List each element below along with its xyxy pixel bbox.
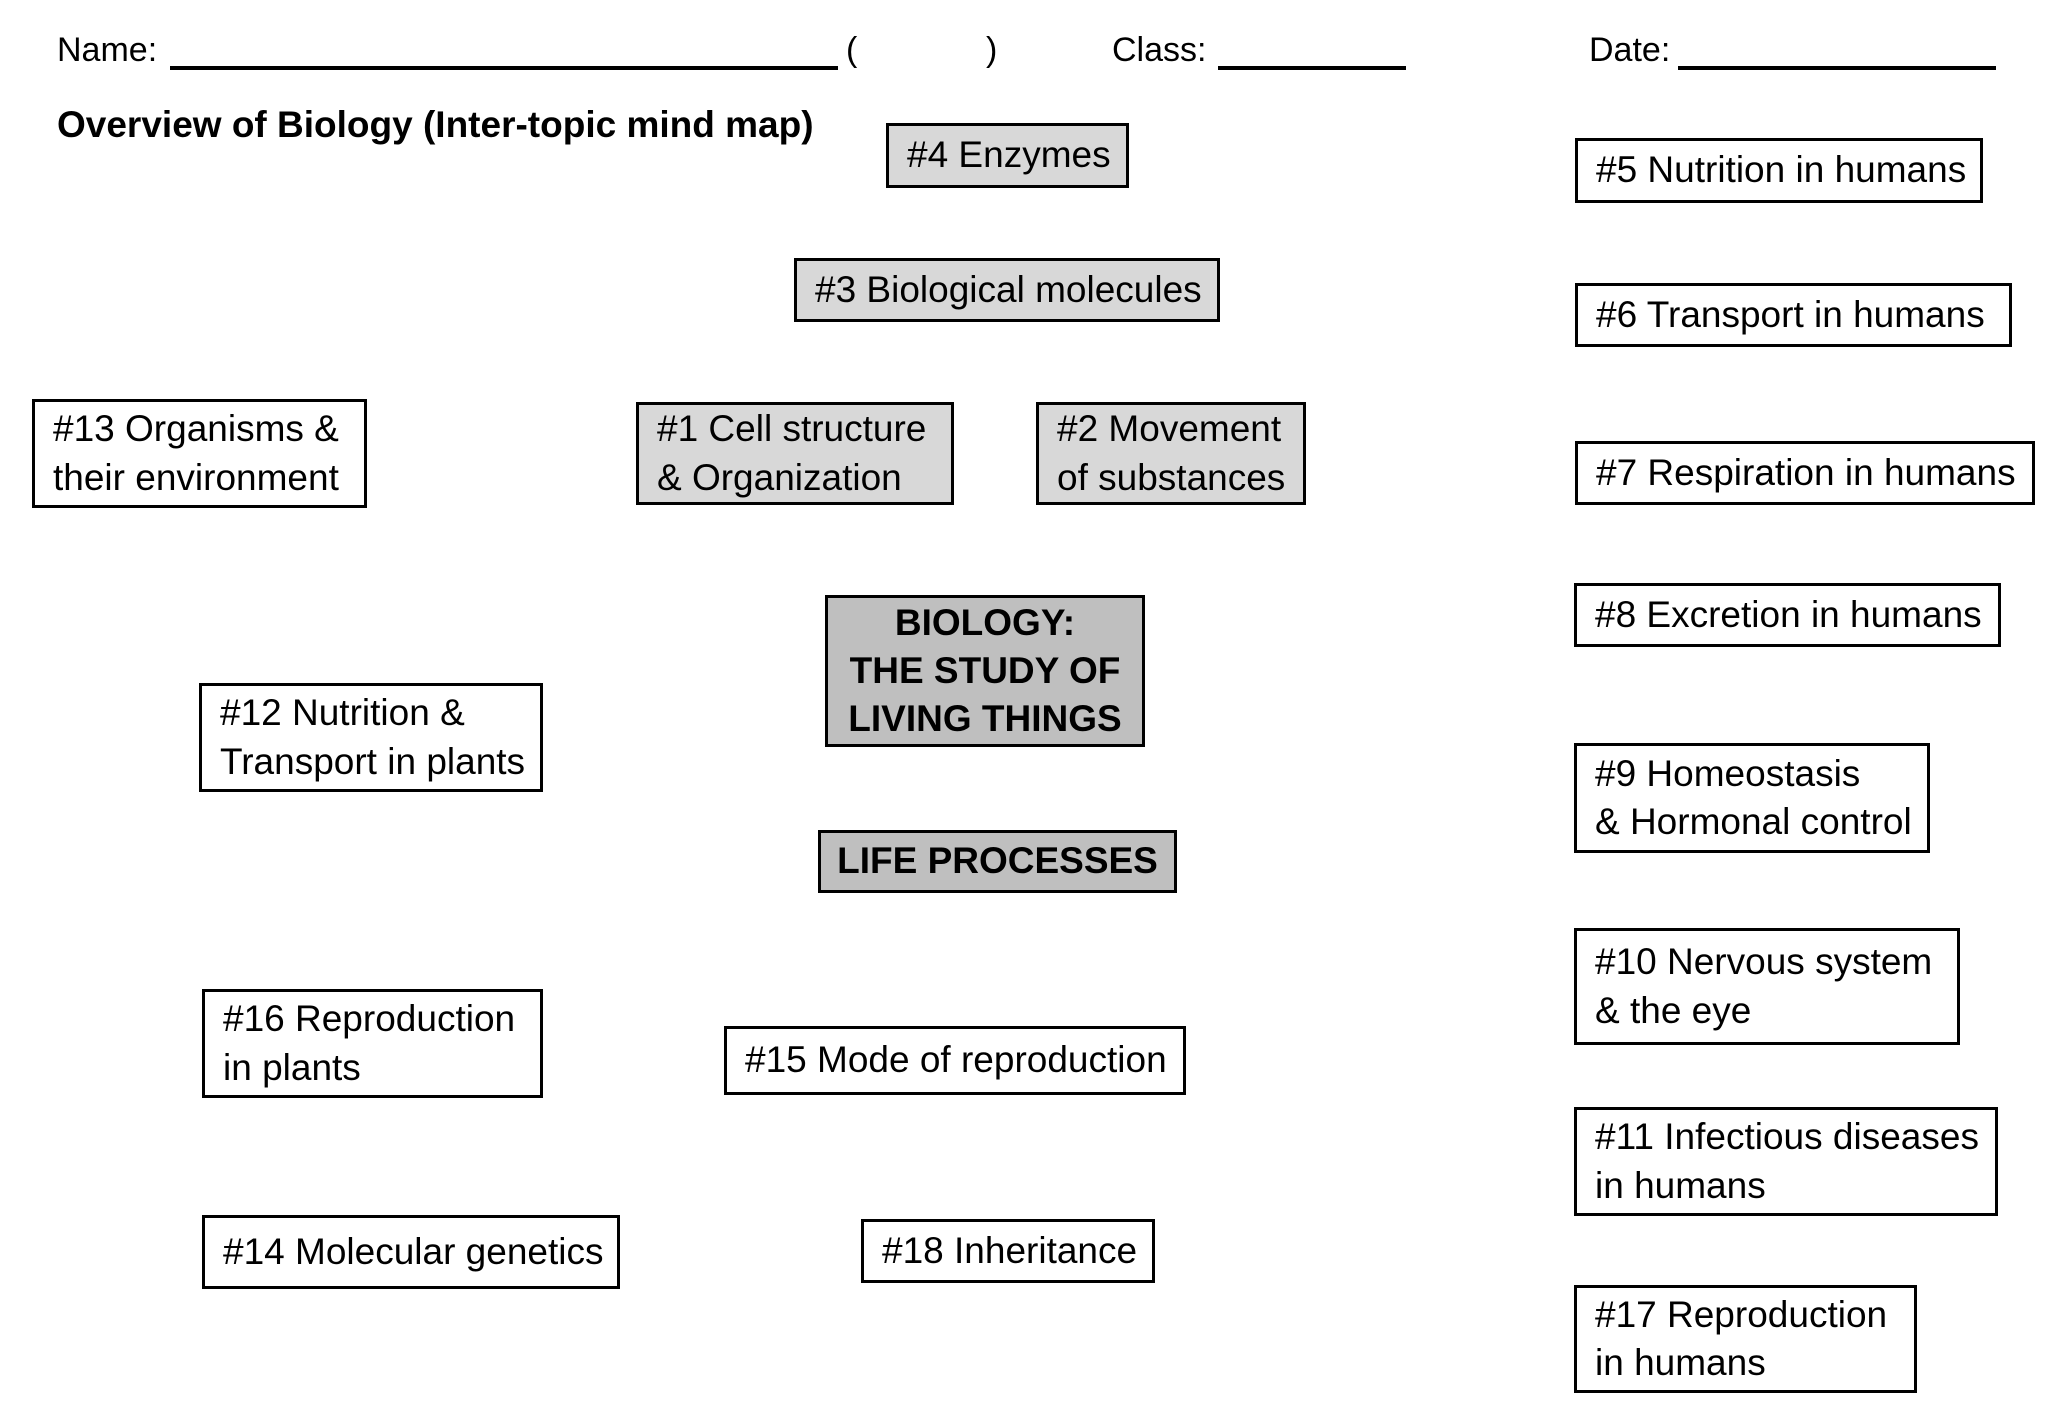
topic-box-label: #1 Cell structure & Organization <box>657 408 927 498</box>
topic-box-label: #16 Reproduction in plants <box>223 998 516 1088</box>
topic-box-9: #9 Homeostasis & Hormonal control <box>1574 743 1930 853</box>
topic-box-label: #4 Enzymes <box>907 134 1111 176</box>
topic-box-7: #7 Respiration in humans <box>1575 441 2035 505</box>
name-label: Name: <box>57 31 158 69</box>
topic-box-label: #13 Organisms & their environment <box>53 408 339 498</box>
worksheet-title: Overview of Biology (Inter-topic mind ma… <box>57 104 814 145</box>
topic-box-4: #4 Enzymes <box>886 123 1129 188</box>
class-blank-line <box>1218 66 1406 70</box>
topic-box-17: #17 Reproduction in humans <box>1574 1285 1917 1393</box>
topic-box-label: #6 Transport in humans <box>1596 293 1985 335</box>
topic-box-label: #12 Nutrition & Transport in plants <box>220 692 526 782</box>
subnode-life-processes: LIFE PROCESSES <box>818 830 1177 893</box>
topic-box-label: #7 Respiration in humans <box>1596 451 2016 493</box>
paren-open: ( <box>846 31 858 69</box>
topic-box-10: #10 Nervous system & the eye <box>1574 928 1960 1045</box>
topic-box-label: #5 Nutrition in humans <box>1596 149 1967 191</box>
topic-box-14: #14 Molecular genetics <box>202 1215 620 1289</box>
topic-box-1: #1 Cell structure & Organization <box>636 402 954 505</box>
topic-box-2: #2 Movement of substances <box>1036 402 1306 505</box>
topic-box-12: #12 Nutrition & Transport in plants <box>199 683 543 792</box>
topic-box-5: #5 Nutrition in humans <box>1575 138 1983 203</box>
topic-box-label: #3 Biological molecules <box>815 268 1202 310</box>
topic-box-15: #15 Mode of reproduction <box>724 1026 1186 1095</box>
topic-box-11: #11 Infectious diseases in humans <box>1574 1107 1998 1216</box>
name-blank-line <box>170 66 838 70</box>
topic-box-label: #9 Homeostasis & Hormonal control <box>1595 752 1912 842</box>
central-node-label: BIOLOGY: THE STUDY OF LIVING THINGS <box>848 601 1122 740</box>
date-label: Date: <box>1589 31 1671 69</box>
subnode-label: LIFE PROCESSES <box>837 840 1158 882</box>
topic-box-16: #16 Reproduction in plants <box>202 989 543 1098</box>
topic-box-3: #3 Biological molecules <box>794 258 1220 322</box>
topic-box-label: #17 Reproduction in humans <box>1595 1293 1888 1383</box>
class-label: Class: <box>1112 31 1207 69</box>
topic-box-8: #8 Excretion in humans <box>1574 583 2001 647</box>
topic-box-13: #13 Organisms & their environment <box>32 399 367 508</box>
topic-box-label: #14 Molecular genetics <box>223 1230 604 1272</box>
topic-box-label: #8 Excretion in humans <box>1595 593 1982 635</box>
topic-box-label: #15 Mode of reproduction <box>745 1039 1167 1081</box>
topic-box-label: #2 Movement of substances <box>1057 408 1286 498</box>
topic-box-6: #6 Transport in humans <box>1575 283 2012 347</box>
topic-box-18: #18 Inheritance <box>861 1219 1155 1283</box>
topic-box-label: #10 Nervous system & the eye <box>1595 941 1933 1031</box>
topic-box-label: #18 Inheritance <box>882 1229 1138 1271</box>
topic-box-label: #11 Infectious diseases in humans <box>1595 1116 1979 1206</box>
paren-close: ) <box>986 31 998 69</box>
date-blank-line <box>1678 66 1996 70</box>
central-node-biology: BIOLOGY: THE STUDY OF LIVING THINGS <box>825 595 1145 747</box>
